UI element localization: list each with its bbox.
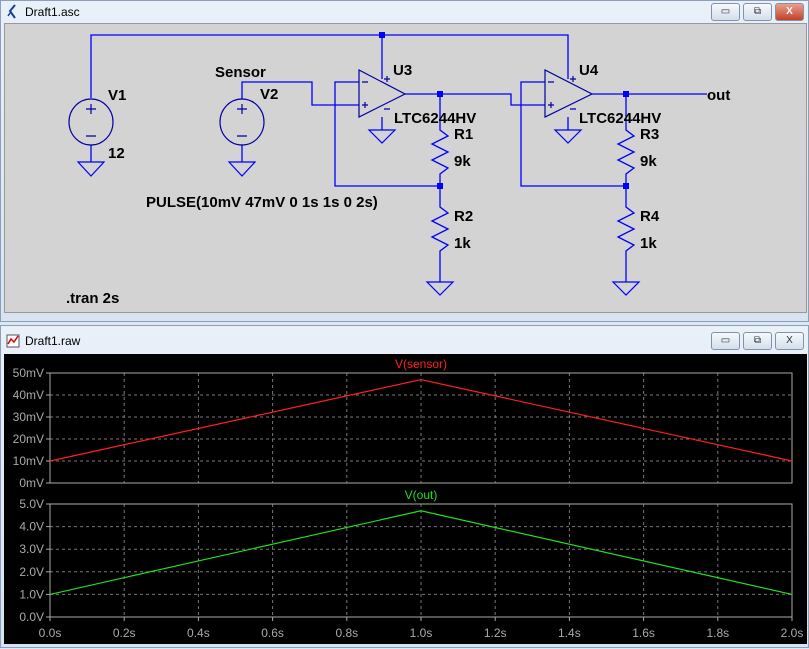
minimize-button[interactable]: ▭ xyxy=(711,3,740,21)
r3-value: 9k xyxy=(640,153,657,170)
schematic-window: Draft1.asc ▭ ⧉ X xyxy=(0,0,809,322)
maximize-button[interactable]: ⧉ xyxy=(743,332,772,350)
plot-titlebar[interactable]: Draft1.raw ▭ ⧉ X xyxy=(1,330,808,352)
r3-label: R3 xyxy=(640,126,659,143)
x-tick-label: 0.6s xyxy=(261,626,284,640)
trace-title: V(out) xyxy=(405,488,438,502)
schematic-canvas[interactable]: V1 12 Sensor V2 U3 LTC6244HV R1 9k R2 1k… xyxy=(4,23,807,313)
y-tick-label: 5.0V xyxy=(19,497,44,511)
y-tick-label: 1.0V xyxy=(19,587,44,601)
y-tick-label: 0.0V xyxy=(19,610,44,624)
r4-value: 1k xyxy=(640,235,657,252)
v1-label: V1 xyxy=(108,87,126,104)
v2-label: V2 xyxy=(260,86,278,103)
voltage-sources xyxy=(68,98,265,146)
window-title: Draft1.raw xyxy=(25,334,81,348)
y-tick-label: 0mV xyxy=(19,476,44,490)
wires xyxy=(90,34,707,282)
r4-label: R4 xyxy=(640,208,660,225)
plot-window: Draft1.raw ▭ ⧉ X 0mV 10mV 20mV 30mV 40mV 50mV… xyxy=(0,325,809,648)
out-net-label: out xyxy=(707,87,730,104)
y-tick-label: 2.0V xyxy=(19,565,44,579)
x-tick-label: 0.2s xyxy=(113,626,136,640)
maximize-button[interactable]: ⧉ xyxy=(743,3,772,21)
opamps xyxy=(358,69,594,118)
trace-V(sensor) xyxy=(49,378,793,462)
ground-symbols xyxy=(76,129,641,296)
r2-value: 1k xyxy=(454,235,471,252)
x-tick-label: 2.0s xyxy=(781,626,804,640)
u4-part: LTC6244HV xyxy=(579,110,661,127)
r1-label: R1 xyxy=(454,126,473,143)
schematic-titlebar[interactable]: Draft1.asc ▭ ⧉ X xyxy=(1,1,808,23)
close-button[interactable]: X xyxy=(775,332,804,350)
x-tick-label: 0.8s xyxy=(335,626,358,640)
sensor-net-label: Sensor xyxy=(215,64,266,81)
y-tick-label: 10mV xyxy=(13,454,44,468)
window-title: Draft1.asc xyxy=(25,5,80,19)
x-tick-label: 1.6s xyxy=(632,626,655,640)
r2-label: R2 xyxy=(454,208,473,225)
close-button[interactable]: X xyxy=(775,3,804,21)
r1-value: 9k xyxy=(454,153,471,170)
minimize-button[interactable]: ▭ xyxy=(711,332,740,350)
waveform-viewer[interactable]: 0mV 10mV 20mV 30mV 40mV 50mV V(sensor) 0.0V 1.0V… xyxy=(4,354,807,644)
ltspice-schematic-icon xyxy=(7,4,16,19)
v1-value: 12 xyxy=(108,145,125,162)
schematic-drawing: V1 12 Sensor V2 U3 LTC6244HV R1 9k R2 1k… xyxy=(66,32,730,307)
trace-V(out) xyxy=(49,510,793,595)
waveform-icon xyxy=(6,334,20,348)
u3-part: LTC6244HV xyxy=(394,110,476,127)
plot-frame xyxy=(49,372,793,484)
junctions xyxy=(379,32,629,189)
pulse-spec: PULSE(10mV 47mV 0 1s 1s 0 2s) xyxy=(146,194,378,211)
x-tick-label: 1.2s xyxy=(484,626,507,640)
x-tick-label: 1.8s xyxy=(706,626,729,640)
pane-1: 0.0V 1.0V 2.0V 3.0V 4.0V 5.0V V(out) 0.0s 0.2s 0.… xyxy=(19,488,803,640)
x-tick-label: 0.4s xyxy=(187,626,210,640)
y-tick-label: 50mV xyxy=(13,366,44,380)
y-tick-label: 40mV xyxy=(13,388,44,402)
u3-label: U3 xyxy=(393,62,412,79)
y-tick-label: 30mV xyxy=(13,410,44,424)
y-tick-label: 20mV xyxy=(13,432,44,446)
pane-0: 0mV 10mV 20mV 30mV 40mV 50mV V(sensor) xyxy=(13,357,793,490)
x-tick-label: 0.0s xyxy=(39,626,62,640)
y-tick-label: 4.0V xyxy=(19,520,44,534)
x-tick-label: 1.4s xyxy=(558,626,581,640)
tran-directive: .tran 2s xyxy=(66,290,119,307)
u4-label: U4 xyxy=(579,62,599,79)
x-tick-label: 1.0s xyxy=(410,626,433,640)
y-tick-label: 3.0V xyxy=(19,542,44,556)
trace-title: V(sensor) xyxy=(395,357,447,371)
